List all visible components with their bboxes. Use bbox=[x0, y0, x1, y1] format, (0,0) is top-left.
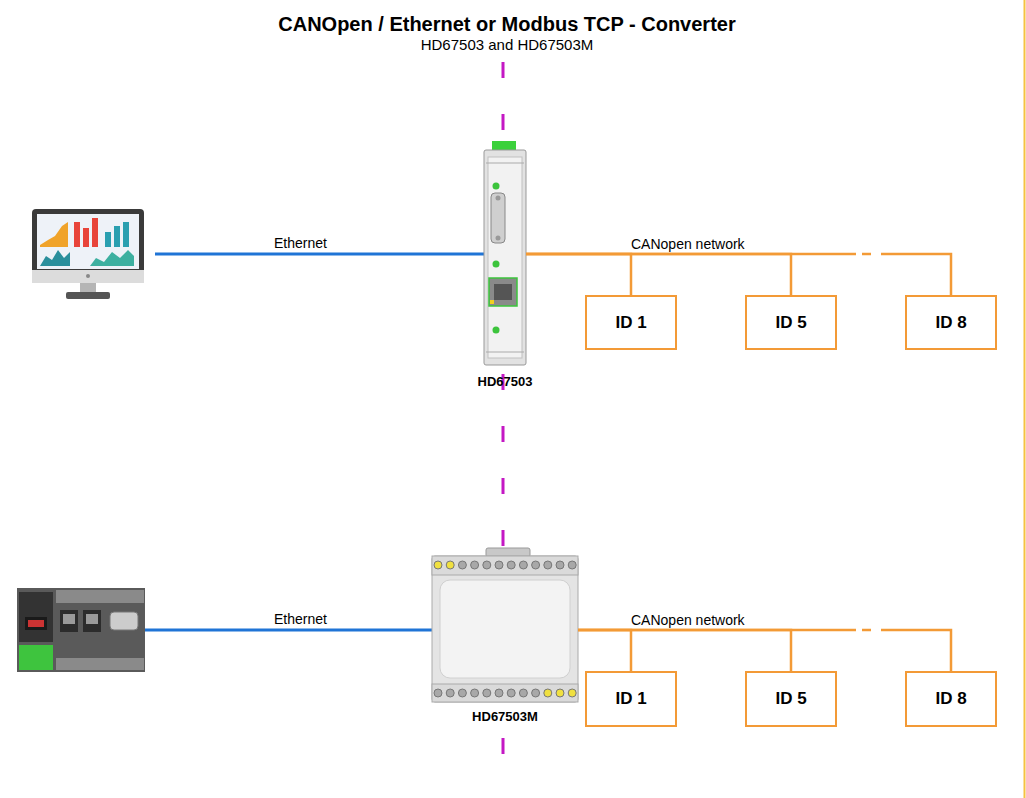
node-box: ID 8 bbox=[905, 671, 997, 727]
computer-monitor bbox=[32, 209, 144, 299]
node-box: ID 5 bbox=[745, 295, 837, 350]
canopen-bus bbox=[526, 254, 951, 295]
terminal-screw bbox=[532, 689, 540, 697]
canopen-bus bbox=[578, 630, 791, 671]
terminal-screw bbox=[544, 689, 552, 697]
node-id: ID 8 bbox=[935, 313, 966, 333]
canopen-bus bbox=[578, 630, 631, 671]
terminal-screw bbox=[446, 689, 454, 697]
terminal-screw bbox=[532, 561, 540, 569]
terminal-screw bbox=[544, 561, 552, 569]
canopen-bus bbox=[526, 254, 791, 295]
bus-break bbox=[856, 251, 862, 257]
terminal-screw bbox=[434, 561, 442, 569]
terminal-screw bbox=[568, 689, 576, 697]
terminal-screw bbox=[446, 561, 454, 569]
ethernet-wire bbox=[155, 253, 484, 256]
diagram-subtitle: HD67503 and HD67503M bbox=[0, 36, 1014, 53]
converter-hd67503m bbox=[432, 548, 578, 702]
bus-label: CANopen network bbox=[631, 612, 745, 628]
terminal-screw bbox=[495, 689, 503, 697]
converter-hd67503 bbox=[484, 141, 526, 365]
terminal-screw bbox=[483, 689, 491, 697]
terminal-screw bbox=[519, 689, 527, 697]
device-name: HD67503M bbox=[472, 709, 538, 724]
terminal-screw bbox=[568, 561, 576, 569]
terminal-screw bbox=[458, 561, 466, 569]
diagram-title: CANOpen / Ethernet or Modbus TCP - Conve… bbox=[0, 13, 1014, 36]
terminal-screw bbox=[519, 561, 527, 569]
bus-break bbox=[871, 627, 881, 633]
terminal-screw bbox=[458, 689, 466, 697]
bus-label: CANopen network bbox=[631, 236, 745, 252]
terminal-screw bbox=[507, 561, 515, 569]
device-name: HD67503 bbox=[478, 374, 533, 389]
canopen-bus bbox=[578, 630, 951, 671]
plc-controller bbox=[17, 588, 145, 672]
page-edge bbox=[1024, 0, 1026, 798]
terminal-screw bbox=[471, 561, 479, 569]
terminal-screw bbox=[556, 689, 564, 697]
canopen-bus bbox=[526, 254, 631, 295]
terminal-screw bbox=[483, 561, 491, 569]
bus-break bbox=[871, 251, 881, 257]
terminal-screw bbox=[556, 561, 564, 569]
terminal-screw bbox=[495, 561, 503, 569]
terminal-screw bbox=[434, 689, 442, 697]
node-box: ID 1 bbox=[585, 671, 677, 727]
node-box: ID 5 bbox=[745, 671, 837, 727]
node-box: ID 1 bbox=[585, 295, 677, 350]
node-id: ID 5 bbox=[775, 689, 806, 709]
node-box: ID 8 bbox=[905, 295, 997, 350]
bus-break bbox=[856, 627, 862, 633]
converter-device: HD67503 bbox=[484, 150, 526, 365]
link-label: Ethernet bbox=[274, 235, 327, 251]
terminal-screw bbox=[471, 689, 479, 697]
ethernet-wire bbox=[145, 629, 432, 632]
terminal-screw bbox=[507, 689, 515, 697]
node-id: ID 5 bbox=[775, 313, 806, 333]
node-id: ID 1 bbox=[615, 313, 646, 333]
link-label: Ethernet bbox=[274, 611, 327, 627]
node-id: ID 1 bbox=[615, 689, 646, 709]
node-id: ID 8 bbox=[935, 689, 966, 709]
converter-device: HD67503M bbox=[432, 556, 578, 702]
